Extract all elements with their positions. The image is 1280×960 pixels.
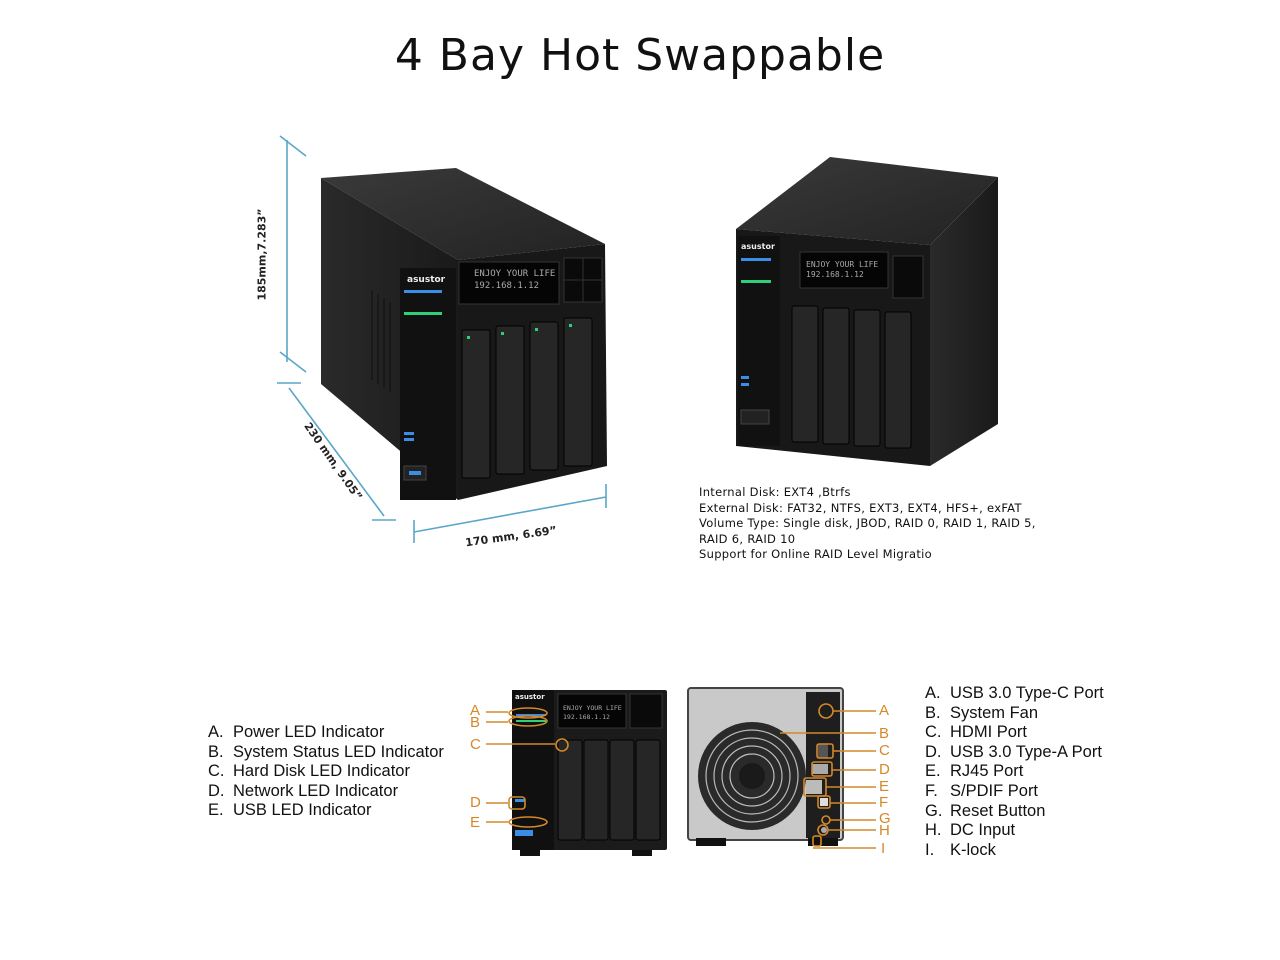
- legend-item: H.DC Input: [925, 821, 1016, 840]
- brand-logo-right: asustor: [741, 242, 775, 251]
- legend-item: A.USB 3.0 Type-C Port: [925, 684, 1104, 702]
- callout-front-e: E: [470, 814, 481, 831]
- rear-panel-legend: A.USB 3.0 Type-C Port B.System Fan C.HDM…: [925, 684, 1104, 860]
- callout-front-b: B: [470, 714, 481, 731]
- legend-item: G.Reset Button: [925, 801, 1046, 820]
- callout-rear-c: C: [879, 742, 890, 759]
- nas-right-view: [736, 157, 998, 466]
- legend-item: C.HDMI Port: [925, 723, 1028, 742]
- legend-item: D.Network LED Indicator: [208, 781, 399, 800]
- spec-line: RAID 6, RAID 10: [699, 531, 796, 546]
- callout-rear-a: A: [879, 702, 890, 719]
- legend-item: D.USB 3.0 Type-A Port: [925, 742, 1102, 761]
- legend-item: E.USB LED Indicator: [208, 801, 372, 820]
- lcd-text-right-line2: 192.168.1.12: [806, 270, 864, 279]
- callout-front-d: D: [470, 794, 481, 811]
- nas-rear-small: [687, 687, 844, 846]
- legend-item: B.System Status LED Indicator: [208, 742, 444, 761]
- callout-rear-g: G: [879, 810, 891, 827]
- front-panel-legend: A.Power LED Indicator B.System Status LE…: [208, 723, 444, 821]
- lcd-text-left-line2: 192.168.1.12: [474, 281, 540, 291]
- callout-rear-h: H: [879, 822, 890, 839]
- dimension-height-label: 185mm,7.283”: [255, 208, 269, 301]
- callout-rear-d: D: [879, 761, 890, 778]
- spec-line: Support for Online RAID Level Migratio: [699, 547, 932, 562]
- spec-line: Volume Type: Single disk, JBOD, RAID 0, …: [699, 516, 1036, 531]
- brand-logo-small: asustor: [515, 693, 545, 701]
- callout-rear-e: E: [879, 778, 890, 795]
- brand-logo-left: asustor: [407, 275, 446, 285]
- legend-item: B.System Fan: [925, 703, 1039, 722]
- callout-rear-f: F: [879, 794, 889, 811]
- callout-front-c: C: [470, 736, 481, 753]
- callout-front-a: A: [470, 702, 481, 719]
- callout-rear-i: I: [881, 840, 886, 857]
- spec-line: Internal Disk: EXT4 ,Btrfs: [699, 485, 851, 499]
- spec-line: External Disk: FAT32, NTFS, EXT3, EXT4, …: [699, 500, 1022, 515]
- dimension-lines: [277, 135, 607, 543]
- nas-left-view: [321, 168, 607, 500]
- legend-item: C.Hard Disk LED Indicator: [208, 762, 410, 781]
- filesystem-specs: Internal Disk: EXT4 ,Btrfs External Disk…: [699, 485, 1079, 563]
- legend-item: E.RJ45 Port: [925, 762, 1024, 781]
- legend-item: A.Power LED Indicator: [208, 723, 385, 741]
- legend-item: F.S/PDIF Port: [925, 781, 1039, 800]
- legend-item: I.K-lock: [925, 840, 996, 859]
- page-title: 4 Bay Hot Swappable: [394, 30, 886, 81]
- lcd-text-left-line1: ENJOY YOUR LIFE: [474, 269, 556, 279]
- callout-rear-b: B: [879, 725, 890, 742]
- lcd-text-small-line2: 192.168.1.12: [563, 713, 610, 721]
- lcd-text-right-line1: ENJOY YOUR LIFE: [806, 260, 879, 269]
- lcd-text-small-line1: ENJOY YOUR LIFE: [563, 704, 622, 712]
